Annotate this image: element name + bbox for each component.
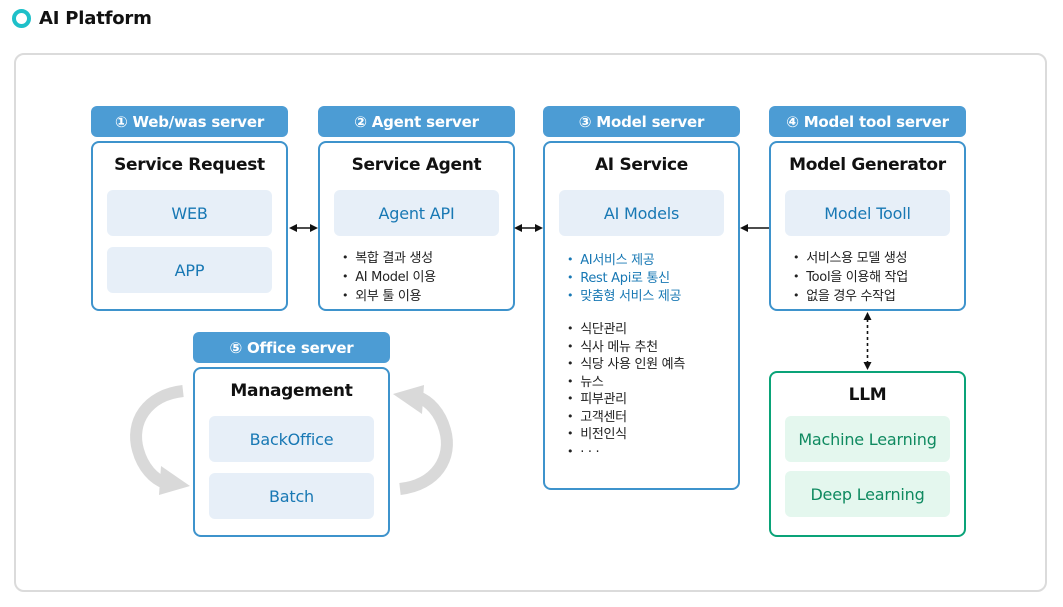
agent-bullet-list: 복합 결과 생성 AI Model 이용 외부 툴 이용	[342, 249, 505, 306]
box-llm: LLM Machine Learning Deep Learning	[769, 371, 966, 537]
list-item: 비전인식	[567, 426, 730, 444]
left-right-arrow	[289, 224, 318, 232]
list-item: 복합 결과 생성	[342, 249, 505, 268]
chip-ai-models: AI Models	[559, 190, 724, 236]
curved-cycle-arrow	[130, 385, 190, 495]
header-agent-server: ② Agent server	[318, 106, 515, 137]
list-item: 피부관리	[567, 391, 730, 409]
list-item: 뉴스	[567, 374, 730, 392]
list-item: · · ·	[567, 444, 730, 462]
up-down-dotted-arrow	[863, 312, 872, 370]
box-service-agent: Service Agent Agent API 복합 결과 생성 AI Mode…	[318, 141, 515, 311]
chip-batch: Batch	[209, 473, 374, 519]
list-item: Tool을 이용해 작업	[793, 268, 956, 287]
header-web-was-server: ① Web/was server	[91, 106, 288, 137]
chip-app: APP	[107, 247, 272, 293]
chip-backoffice: BackOffice	[209, 416, 374, 462]
list-item: 맞춤형 서비스 제공	[567, 288, 730, 306]
list-item: AI Model 이용	[342, 268, 505, 287]
box-title-service-agent: Service Agent	[351, 155, 482, 175]
chip-machine-learning: Machine Learning	[785, 416, 950, 462]
brand: AI Platform	[12, 8, 152, 29]
box-title-management: Management	[230, 381, 353, 401]
ring-circle-icon	[12, 9, 31, 28]
header-office-server: ⑤ Office server	[193, 332, 390, 363]
header-model-tool-server: ④ Model tool server	[769, 106, 966, 137]
chip-agent-api: Agent API	[334, 190, 499, 236]
page-title: AI Platform	[39, 8, 152, 29]
chip-model-tool: Model Tooll	[785, 190, 950, 236]
list-item: 외부 툴 이용	[342, 287, 505, 306]
list-item: 고객센터	[567, 409, 730, 427]
model-service-list: 식단관리 식사 메뉴 추천 식당 사용 인원 예측 뉴스 피부관리 고객센터 비…	[567, 321, 730, 461]
box-ai-service: AI Service AI Models AI서비스 제공 Rest Api로 …	[543, 141, 740, 490]
list-item: 식단관리	[567, 321, 730, 339]
left-right-arrow	[514, 224, 543, 232]
box-service-request: Service Request WEB APP	[91, 141, 288, 311]
header-model-server: ③ Model server	[543, 106, 740, 137]
box-title-llm: LLM	[848, 385, 887, 405]
list-item: AI서비스 제공	[567, 252, 730, 270]
box-title-service-request: Service Request	[114, 155, 265, 175]
chip-deep-learning: Deep Learning	[785, 471, 950, 517]
model-feature-list: AI서비스 제공 Rest Api로 통신 맞춤형 서비스 제공	[567, 252, 730, 306]
box-management: Management BackOffice Batch	[193, 367, 390, 537]
list-item: 식당 사용 인원 예측	[567, 356, 730, 374]
box-title-model-generator: Model Generator	[789, 155, 946, 175]
curved-cycle-arrow	[393, 385, 453, 495]
left-arrow	[740, 224, 769, 232]
box-title-ai-service: AI Service	[594, 155, 689, 175]
list-item: 식사 메뉴 추천	[567, 339, 730, 357]
box-model-generator: Model Generator Model Tooll 서비스용 모델 생성 T…	[769, 141, 966, 311]
list-item: 없을 경우 수작업	[793, 287, 956, 306]
list-item: 서비스용 모델 생성	[793, 249, 956, 268]
model-tool-bullet-list: 서비스용 모델 생성 Tool을 이용해 작업 없을 경우 수작업	[793, 249, 956, 306]
chip-web: WEB	[107, 190, 272, 236]
list-item: Rest Api로 통신	[567, 270, 730, 288]
